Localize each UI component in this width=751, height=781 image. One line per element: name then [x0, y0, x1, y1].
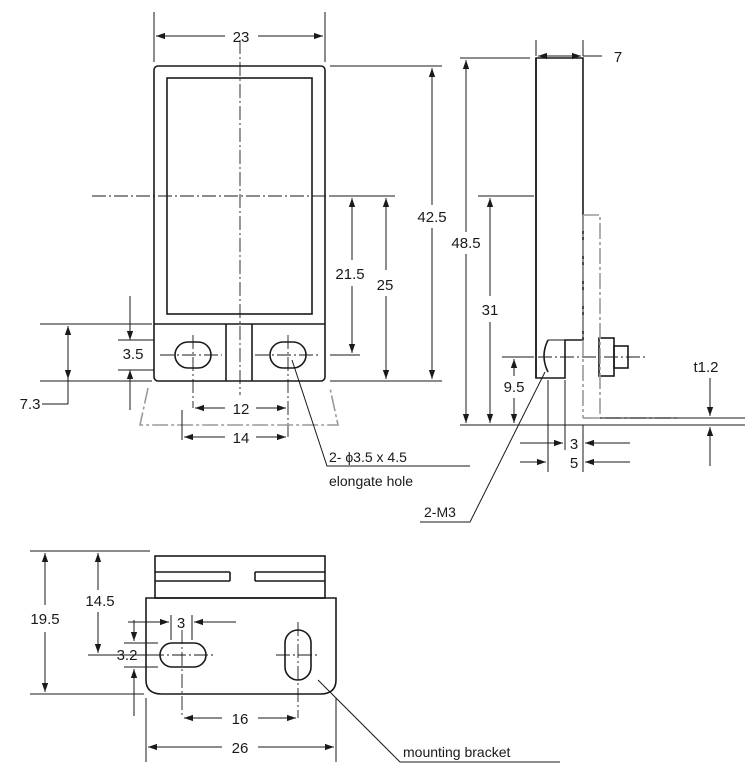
- dim-16: 16: [232, 711, 249, 728]
- dim-42-5: 42.5: [417, 209, 446, 226]
- front-view: [92, 40, 390, 440]
- m3-leader: [420, 371, 546, 523]
- dim-3-side: 3: [570, 436, 578, 453]
- dim-t1-2: t1.2: [693, 359, 718, 376]
- dim-12: 12: [233, 401, 250, 418]
- dim-3-2: 3.2: [117, 647, 138, 664]
- side-view: [535, 57, 680, 426]
- elongate-hole-label: elongate hole: [329, 473, 413, 489]
- dim-9-5: 9.5: [504, 379, 525, 396]
- dim-25: 25: [377, 277, 394, 294]
- bottom-view: [145, 555, 337, 718]
- dim-48-5: 48.5: [451, 235, 480, 252]
- dim-3-5: 3.5: [123, 346, 144, 363]
- dim-19-5: 19.5: [30, 611, 59, 628]
- elongate-hole-leader: [291, 359, 470, 467]
- m3-label: 2-M3: [424, 504, 456, 520]
- elongate-hole-spec: 2- ϕ3.5 x 4.5: [329, 449, 407, 465]
- dim-14-5: 14.5: [85, 593, 114, 610]
- dim-21-5: 21.5: [335, 266, 364, 283]
- dim-23: 23: [233, 29, 250, 46]
- dim-14: 14: [233, 430, 250, 447]
- dim-31: 31: [482, 302, 499, 319]
- dim-7: 7: [614, 49, 622, 66]
- mounting-bracket-label: mounting bracket: [403, 744, 511, 760]
- dim-3-bottom: 3: [177, 615, 185, 632]
- dim-5-side: 5: [570, 455, 578, 472]
- mounting-bracket-leader: [317, 679, 560, 763]
- callout-labels: 2- ϕ3.5 x 4.5 elongate hole 2-M3 mountin…: [329, 449, 511, 760]
- dimension-labels: 23 42.5 48.5 21.5 25 3.5 7.3 12 14 7 31 …: [20, 29, 719, 757]
- dimension-lines: [30, 12, 745, 763]
- dim-26: 26: [232, 740, 249, 757]
- dim-7-3: 7.3: [20, 396, 41, 413]
